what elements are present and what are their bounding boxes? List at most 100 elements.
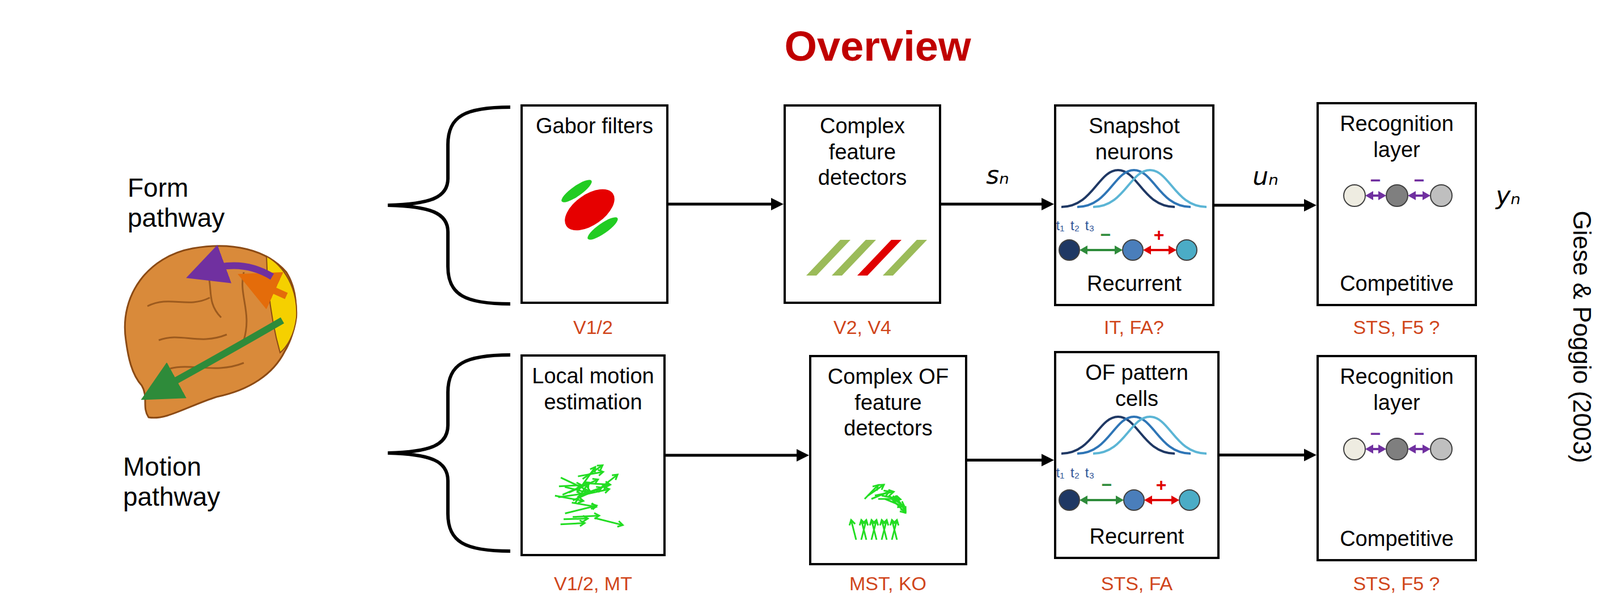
motion-vector	[581, 488, 588, 495]
arrow-head	[1143, 245, 1151, 255]
signal-label: sₙ	[985, 160, 1009, 190]
arrow-line	[1219, 453, 1306, 457]
flow-arrow	[967, 454, 1055, 467]
arrow-head	[1378, 191, 1387, 201]
box-footer: Recurrent	[1060, 271, 1208, 298]
arrow-head	[1079, 245, 1088, 255]
arrow-head	[1422, 191, 1431, 201]
tuning-curve	[1093, 416, 1207, 454]
neuron-circle	[1430, 438, 1453, 460]
arrow-line	[1214, 204, 1306, 207]
motion-vector	[580, 485, 608, 495]
sign-label: −	[1100, 224, 1112, 246]
motion-vector	[611, 474, 618, 480]
gabor-side	[559, 176, 595, 206]
area-label: V1/2, MT	[553, 572, 633, 595]
arrow-head	[1378, 444, 1387, 454]
diagram-title: Overview	[784, 22, 971, 71]
arrow-line	[665, 454, 798, 457]
flow-arrow	[941, 197, 1055, 211]
process-box: Local motion estimation	[520, 354, 666, 557]
process-box: Snapshot neuronsRecurrent	[1054, 104, 1215, 307]
time-label: t₂	[1070, 464, 1080, 481]
flow-arrow	[668, 197, 784, 211]
motion-vector	[895, 495, 906, 512]
arrow-head	[1304, 199, 1317, 212]
box-footer: Recurrent	[1060, 523, 1213, 550]
interaction-line	[1148, 248, 1171, 252]
motion-vector	[572, 515, 600, 517]
arrow-head	[1365, 191, 1374, 201]
box-heading: Recognition layer	[1323, 363, 1471, 416]
neuron-circle	[1386, 184, 1408, 207]
feature-bar	[882, 239, 928, 276]
pathway-label: Form pathway	[127, 172, 258, 234]
brace	[387, 107, 511, 304]
box-heading: Complex feature detectors	[790, 113, 935, 192]
arrow-head	[1114, 245, 1123, 255]
area-label: V1/2	[573, 316, 613, 339]
motion-vector	[565, 505, 598, 514]
flow-arrow	[1214, 199, 1317, 212]
time-label: t₃	[1085, 217, 1095, 234]
area-label: IT, FA?	[1103, 316, 1164, 339]
time-label: t₂	[1070, 217, 1080, 234]
arrow-head	[771, 197, 784, 211]
motion-vector	[869, 519, 876, 526]
box-footer: Competitive	[1323, 526, 1471, 553]
brace	[387, 354, 511, 552]
motion-vector	[595, 474, 618, 491]
box-heading: Complex OF feature detectors	[815, 363, 961, 442]
arrow-head	[1407, 191, 1416, 201]
motion-vector	[878, 484, 884, 490]
interaction-line	[1085, 248, 1117, 252]
motion-vector	[597, 470, 603, 476]
neuron-circle	[1343, 184, 1366, 207]
process-box: Recognition layerCompetitive	[1316, 102, 1477, 307]
arrow-head	[1041, 197, 1055, 211]
sign-label: −	[1370, 170, 1382, 192]
arrow-head	[1171, 495, 1180, 505]
box-footer: Competitive	[1323, 271, 1471, 298]
time-label: t₃	[1085, 464, 1095, 481]
output-label: yₙ	[1495, 181, 1521, 211]
neuron-circle	[1123, 489, 1145, 511]
neuron-circle	[1343, 438, 1366, 460]
motion-vector	[617, 521, 624, 527]
sign-label: −	[1101, 474, 1113, 496]
gabor-side	[585, 213, 621, 243]
motion-vector	[560, 522, 586, 524]
motion-vector	[591, 504, 598, 510]
process-box: Gabor filters	[520, 104, 669, 304]
motion-vector	[555, 495, 584, 501]
box-heading: Snapshot neurons	[1060, 113, 1208, 165]
area-label: STS, F5 ?	[1352, 572, 1440, 595]
area-label: MST, KO	[849, 572, 927, 595]
neuron-circle	[1059, 239, 1080, 261]
process-box: OF pattern cellsRecurrent	[1054, 350, 1220, 560]
area-label: V2, V4	[833, 316, 892, 339]
arrow-head	[1168, 245, 1177, 255]
flow-arrow	[665, 449, 810, 462]
arrow-head	[1041, 454, 1055, 467]
arrow-head	[1422, 444, 1431, 454]
sign-label: −	[1414, 423, 1425, 445]
signal-label: uₙ	[1252, 161, 1278, 191]
motion-vector	[888, 489, 894, 496]
arrow-head	[796, 449, 810, 462]
arrow-head	[1115, 495, 1124, 505]
motion-vector	[562, 482, 590, 495]
motion-vector	[592, 479, 599, 485]
process-box: Complex feature detectors	[783, 104, 942, 304]
motion-vector	[879, 519, 886, 526]
sign-label: −	[1414, 170, 1425, 192]
time-label: t₁	[1056, 217, 1065, 234]
motion-vector	[563, 518, 588, 520]
neuron-circle	[1386, 438, 1408, 460]
neuron-circle	[1179, 489, 1200, 511]
brain-illustration	[124, 246, 297, 418]
citation: Giese & Poggio (2003)	[1567, 210, 1597, 463]
gabor-center	[557, 180, 622, 239]
motion-vector	[859, 519, 866, 526]
